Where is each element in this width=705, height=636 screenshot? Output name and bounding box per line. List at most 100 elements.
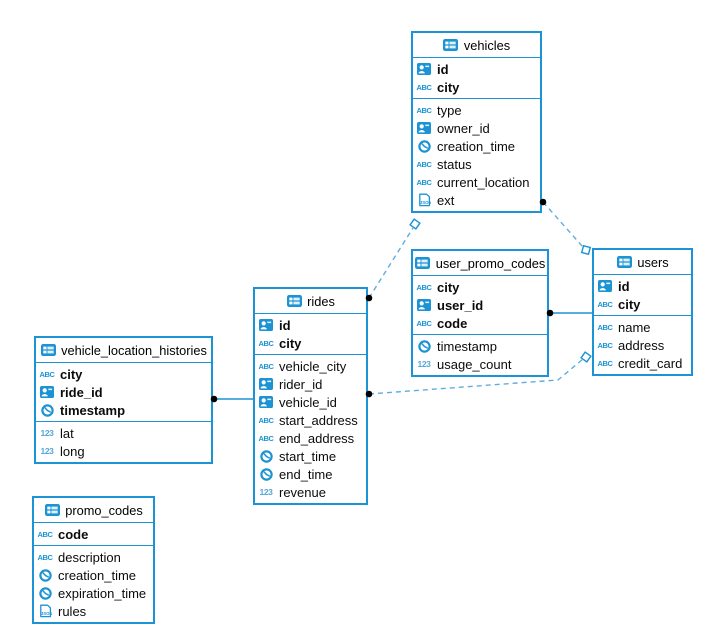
column-row-address[interactable]: ABC address	[594, 336, 691, 354]
column-row-ride_id[interactable]: ride_id	[36, 383, 211, 401]
num-icon: 123	[417, 359, 431, 369]
table-title: vehicle_location_histories	[61, 342, 207, 358]
column-row-expiration_time[interactable]: expiration_time	[34, 584, 153, 602]
num-icon: 123	[40, 428, 54, 438]
column-row-user_id[interactable]: user_id	[413, 296, 547, 314]
column-row-id[interactable]: id	[413, 60, 540, 78]
column-name: timestamp	[437, 338, 497, 354]
column-name: expiration_time	[58, 585, 147, 601]
column-row-vehicle_id[interactable]: vehicle_id	[255, 393, 366, 411]
svg-text:JSON: JSON	[419, 200, 430, 205]
person-icon	[258, 378, 274, 390]
clock-icon	[416, 139, 432, 153]
abc-icon: ABC	[258, 338, 274, 348]
table-header[interactable]: vehicle_location_histories	[36, 338, 211, 363]
column-name: address	[618, 337, 665, 353]
table-icon	[44, 504, 60, 516]
column-name: creation_time	[437, 138, 516, 154]
column-name: user_id	[437, 297, 484, 313]
table-header[interactable]: rides	[255, 289, 366, 314]
column-name: city	[437, 279, 460, 295]
clock-icon	[416, 339, 432, 353]
clock-icon	[39, 403, 55, 417]
abc-icon: ABC	[416, 82, 432, 92]
abc-icon: ABC	[416, 159, 432, 169]
table-header[interactable]: promo_codes	[34, 498, 153, 523]
abc-icon: ABC	[258, 433, 274, 443]
column-row-rider_id[interactable]: rider_id	[255, 375, 366, 393]
column-name: vehicle_id	[279, 394, 337, 410]
column-name: end_time	[279, 466, 333, 482]
column-row-end_time[interactable]: end_time	[255, 465, 366, 483]
table-title: vehicles	[463, 37, 511, 53]
abc-icon: ABC	[597, 299, 613, 309]
clock-icon	[258, 467, 274, 481]
column-row-creation_time[interactable]: creation_time	[34, 566, 153, 584]
column-row-id[interactable]: id	[255, 316, 366, 334]
table-header[interactable]: users	[594, 250, 691, 275]
table-header[interactable]: vehicles	[413, 33, 540, 58]
column-name: ride_id	[60, 384, 103, 400]
abc-icon: ABC	[416, 318, 432, 328]
column-name: creation_time	[58, 567, 137, 583]
person-icon	[416, 122, 432, 134]
pk-divider	[594, 315, 691, 316]
column-row-id[interactable]: id	[594, 277, 691, 295]
abc-icon: ABC	[597, 340, 613, 350]
table-icon	[443, 39, 459, 51]
table-header[interactable]: user_promo_codes	[413, 251, 547, 276]
table-title: users	[637, 254, 669, 270]
column-name: vehicle_city	[279, 358, 347, 374]
column-row-start_time[interactable]: start_time	[255, 447, 366, 465]
column-row-description[interactable]: ABC description	[34, 548, 153, 566]
abc-icon: ABC	[597, 322, 613, 332]
column-row-revenue[interactable]: 123 revenue	[255, 483, 366, 501]
column-name: type	[437, 102, 462, 118]
num-icon: 123	[259, 487, 273, 497]
column-name: name	[618, 319, 651, 335]
column-name: ext	[437, 192, 455, 208]
column-name: revenue	[279, 484, 326, 500]
relation-user_promo_codes-users	[546, 309, 592, 317]
column-row-creation_time[interactable]: creation_time	[413, 137, 540, 155]
column-name: description	[58, 549, 121, 565]
column-row-owner_id[interactable]: owner_id	[413, 119, 540, 137]
abc-icon: ABC	[37, 552, 53, 562]
column-name: city	[60, 366, 83, 382]
column-row-name[interactable]: ABC name	[594, 318, 691, 336]
column-row-timestamp[interactable]: timestamp	[36, 401, 211, 419]
column-row-ext[interactable]: JSON ext	[413, 191, 540, 209]
table-title: promo_codes	[65, 502, 143, 518]
column-row-timestamp[interactable]: timestamp	[413, 337, 547, 355]
